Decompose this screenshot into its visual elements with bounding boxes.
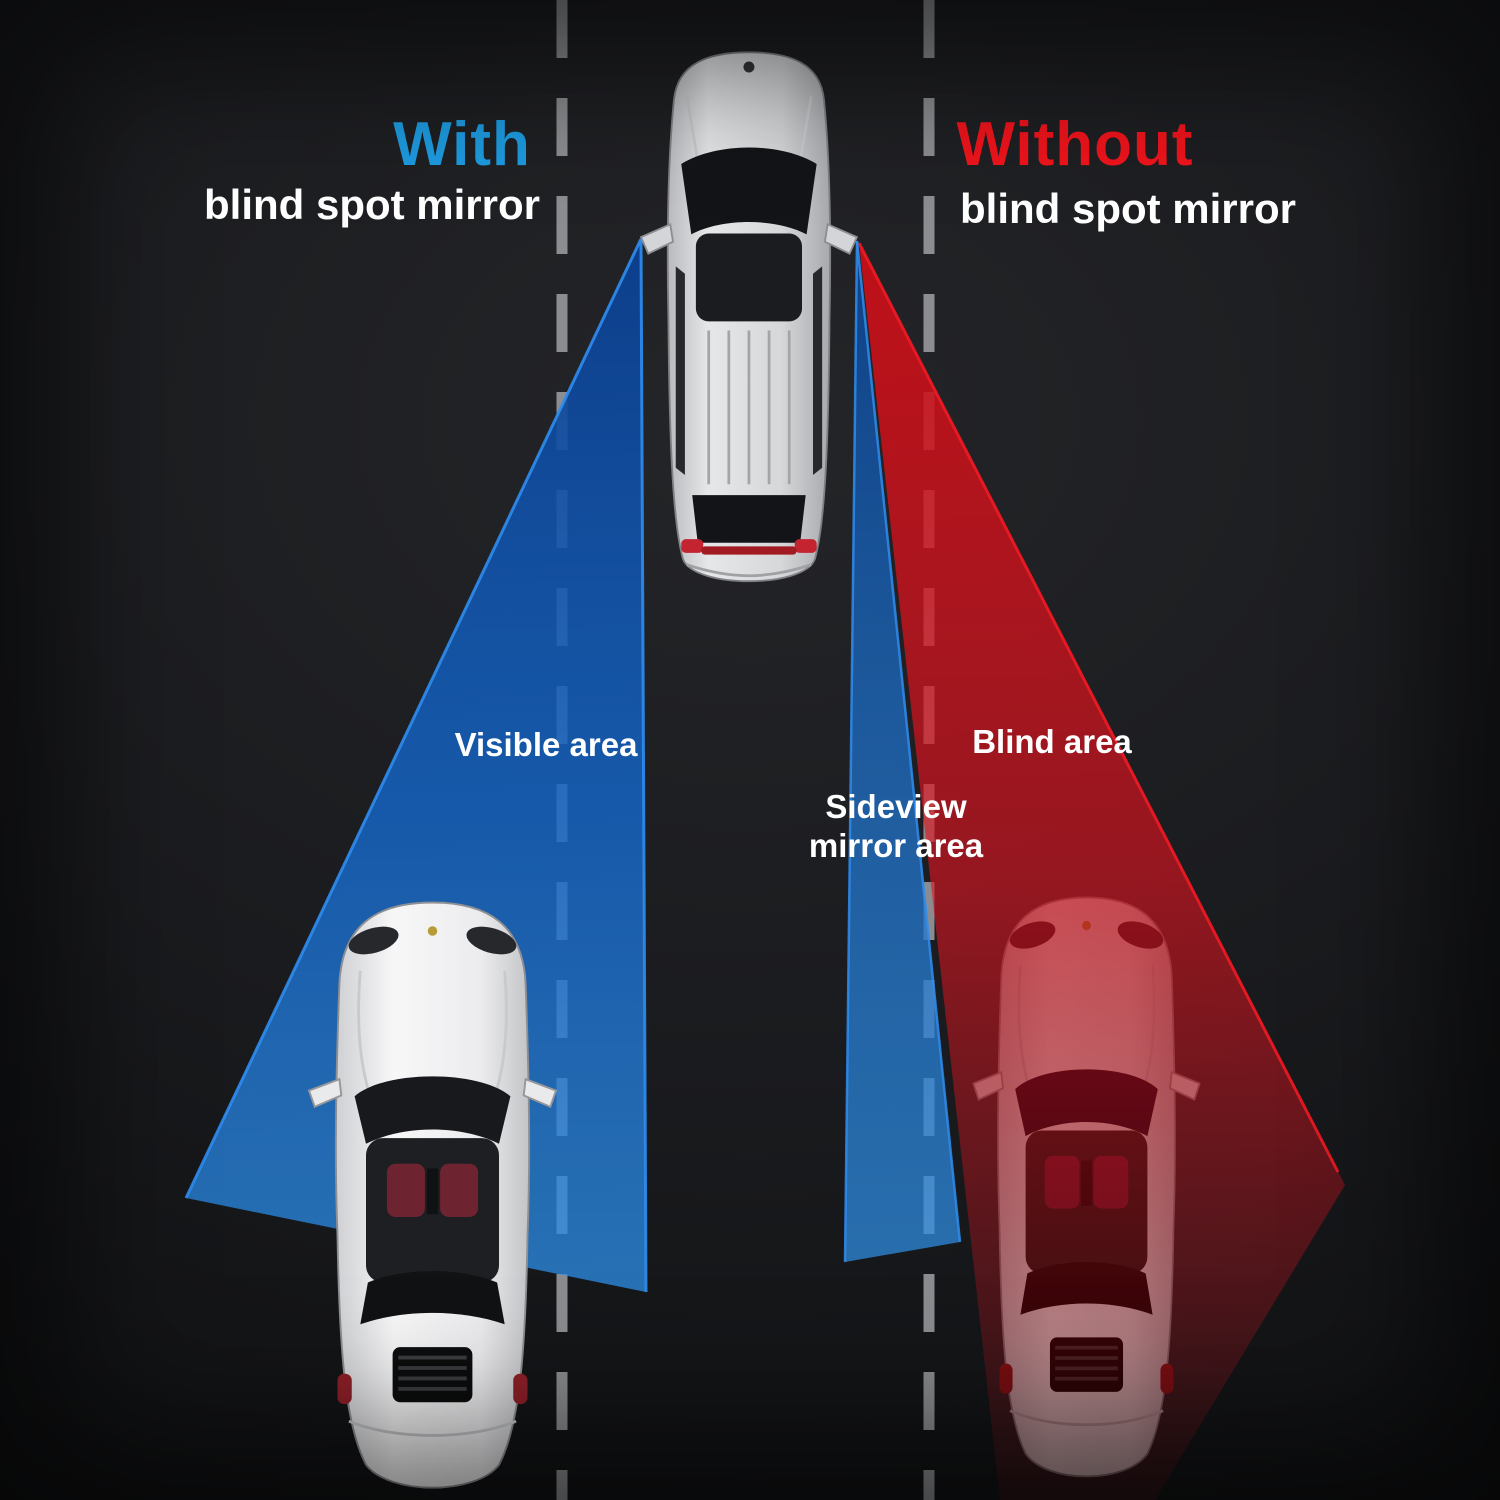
sideview-label-line2: mirror area xyxy=(808,826,984,864)
car-in-visible-area xyxy=(307,900,558,1490)
with-subheading: blind spot mirror xyxy=(204,181,540,228)
sideview-mirror-area-label: Sideview mirror area xyxy=(809,788,983,866)
blind-area-label: Blind area xyxy=(972,723,1132,760)
visible-area-beam xyxy=(184,238,648,1293)
visible-area-label: Visible area xyxy=(454,726,638,763)
without-subheading: blind spot mirror xyxy=(960,185,1296,232)
with-heading: With xyxy=(393,110,531,179)
sideview-label-line1: Sideview xyxy=(825,788,967,825)
lead-suv xyxy=(639,50,859,583)
without-heading: Without xyxy=(956,110,1194,179)
sideview-mirror-beam xyxy=(843,240,962,1263)
blind-area-beam xyxy=(857,242,1345,1500)
